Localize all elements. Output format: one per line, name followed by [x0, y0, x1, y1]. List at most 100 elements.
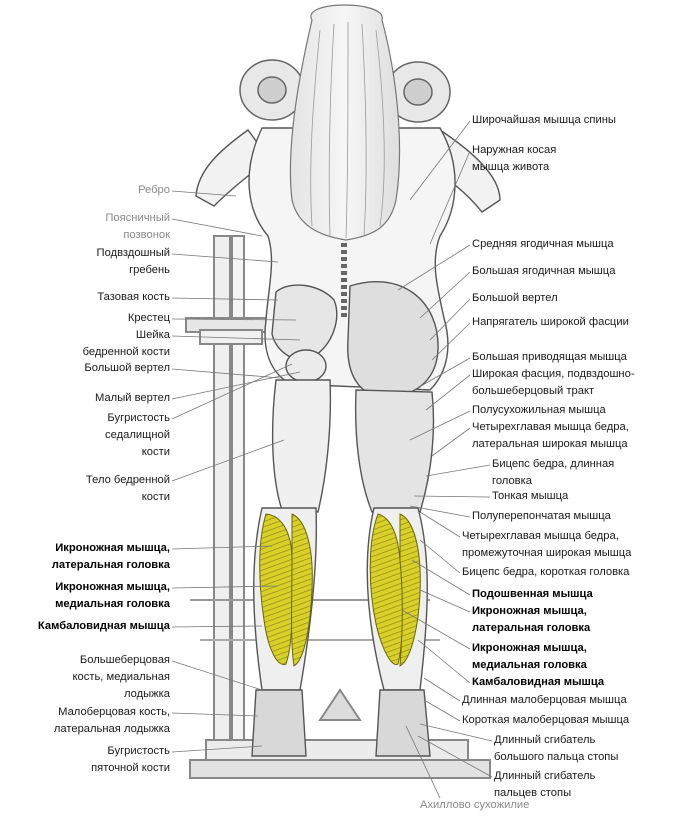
right-label-8-line-0: Полусухожильная мышца	[472, 402, 606, 419]
right-leader-9	[432, 428, 470, 456]
left-label-12: Камбаловидная мышца	[38, 618, 170, 635]
left-label-2-line-1: гребень	[97, 262, 170, 279]
right-label-6-line-0: Большая приводящая мышца	[472, 349, 627, 366]
right-label-0: Широчайшая мышца спины	[472, 112, 616, 129]
left-label-10: Икроножная мышца,латеральная головка	[52, 540, 170, 574]
left-label-0-line-0: Ребро	[138, 182, 170, 199]
right-leader-20	[424, 700, 460, 721]
left-label-1-line-0: Поясничный	[105, 210, 170, 227]
left-label-15-line-0: Бугристость	[91, 743, 170, 760]
right-leader-11	[414, 496, 490, 497]
right-label-6: Большая приводящая мышца	[472, 349, 627, 366]
left-label-3: Тазовая кость	[97, 289, 170, 306]
right-label-10-line-0: Бицепс бедра, длинная	[492, 456, 614, 473]
right-leader-18	[418, 640, 470, 683]
left-label-1-line-1: позвонок	[105, 227, 170, 244]
right-label-9-line-1: латеральная широкая мышца	[472, 436, 629, 453]
left-label-8-line-1: седалищной	[105, 427, 170, 444]
right-label-5-line-0: Напрягатель широкой фасции	[472, 314, 629, 331]
left-label-8-line-0: Бугристость	[105, 410, 170, 427]
right-label-7-line-1: большеберцовый тракт	[472, 383, 635, 400]
right-label-15-line-0: Подошвенная мышца	[472, 586, 593, 603]
left-label-6: Большой вертел	[84, 360, 170, 377]
left-label-6-line-0: Большой вертел	[84, 360, 170, 377]
right-label-5: Напрягатель широкой фасции	[472, 314, 629, 331]
left-label-4: Крестец	[128, 310, 170, 327]
right-label-13: Четырехглавая мышца бедра,промежуточная …	[462, 528, 631, 562]
right-label-17-line-1: медиальная головка	[472, 657, 587, 674]
right-label-17-line-0: Икроножная мышца,	[472, 640, 587, 657]
right-label-16: Икроножная мышца,латеральная головка	[472, 603, 590, 637]
left-label-2-line-0: Подвздошный	[97, 245, 170, 262]
right-label-7: Широкая фасция, подвздошно-большеберцовы…	[472, 366, 635, 400]
right-label-20: Короткая малоберцовая мышца	[462, 712, 629, 729]
left-label-13-line-2: лодыжка	[73, 686, 171, 703]
right-label-21-line-0: Длинный сгибатель	[494, 732, 618, 749]
right-label-12: Полуперепончатая мышца	[472, 508, 611, 525]
left-label-14-line-0: Малоберцовая кость,	[54, 704, 170, 721]
right-label-1-line-0: Наружная косая	[472, 142, 556, 159]
right-label-17: Икроножная мышца,медиальная головка	[472, 640, 587, 674]
right-label-9-line-0: Четырехглавая мышца бедра,	[472, 419, 629, 436]
right-leader-13	[420, 512, 460, 537]
left-label-8-line-2: кости	[105, 444, 170, 461]
left-label-0: Ребро	[138, 182, 170, 199]
right-label-2: Средняя ягодичная мышца	[472, 236, 614, 253]
left-label-12-line-0: Камбаловидная мышца	[38, 618, 170, 635]
right-leader-10	[426, 465, 490, 476]
left-label-11-line-0: Икроножная мышца,	[55, 579, 170, 596]
left-label-10-line-1: латеральная головка	[52, 557, 170, 574]
right-label-14: Бицепс бедра, короткая головка	[462, 564, 629, 581]
right-label-11: Тонкая мышца	[492, 488, 568, 505]
left-label-7-line-0: Малый вертел	[95, 390, 170, 407]
left-label-4-line-0: Крестец	[128, 310, 170, 327]
left-label-2: Подвздошныйгребень	[97, 245, 170, 279]
right-label-9: Четырехглавая мышца бедра,латеральная ши…	[472, 419, 629, 453]
left-leader-12	[172, 626, 262, 627]
right-label-8: Полусухожильная мышца	[472, 402, 606, 419]
right-label-16-line-0: Икроножная мышца,	[472, 603, 590, 620]
right-label-13-line-1: промежуточная широкая мышца	[462, 545, 631, 562]
bottom-label-line-0: Ахиллово сухожилие	[420, 797, 529, 814]
right-label-20-line-0: Короткая малоберцовая мышца	[462, 712, 629, 729]
right-label-10: Бицепс бедра, длиннаяголовка	[492, 456, 614, 490]
right-label-19: Длинная малоберцовая мышца	[462, 692, 627, 709]
right-label-21-line-1: большого пальца стопы	[494, 749, 618, 766]
left-label-15-line-1: пяточной кости	[91, 760, 170, 777]
right-label-13-line-0: Четырехглавая мышца бедра,	[462, 528, 631, 545]
right-label-18-line-0: Камбаловидная мышца	[472, 674, 604, 691]
left-leader-1	[172, 219, 262, 236]
left-label-13-line-0: Большеберцовая	[73, 652, 171, 669]
right-label-22-line-0: Длинный сгибатель	[494, 768, 595, 785]
right-label-1-line-1: мышца живота	[472, 159, 556, 176]
right-label-19-line-0: Длинная малоберцовая мышца	[462, 692, 627, 709]
right-label-3-line-0: Большая ягодичная мышца	[472, 263, 615, 280]
left-label-13-line-1: кость, медиальная	[73, 669, 171, 686]
left-label-11: Икроножная мышца,медиальная головка	[55, 579, 170, 613]
right-label-3: Большая ягодичная мышца	[472, 263, 615, 280]
right-label-0-line-0: Широчайшая мышца спины	[472, 112, 616, 129]
left-label-11-line-1: медиальная головка	[55, 596, 170, 613]
left-label-10-line-0: Икроножная мышца,	[52, 540, 170, 557]
bottom-label-text: Ахиллово сухожилие	[420, 797, 529, 814]
left-label-9-line-0: Тело бедренной	[86, 472, 170, 489]
right-label-7-line-0: Широкая фасция, подвздошно-	[472, 366, 635, 383]
right-label-16-line-1: латеральная головка	[472, 620, 590, 637]
left-label-14-line-1: латеральная лодыжка	[54, 721, 170, 738]
left-label-9-line-1: кости	[86, 489, 170, 506]
right-label-1: Наружная косаямышца живота	[472, 142, 556, 176]
right-label-4: Большой вертел	[472, 290, 558, 307]
right-leader-19	[424, 678, 460, 701]
left-label-7: Малый вертел	[95, 390, 170, 407]
right-label-15: Подошвенная мышца	[472, 586, 593, 603]
left-label-5-line-1: бедренной кости	[83, 344, 170, 361]
right-label-12-line-0: Полуперепончатая мышца	[472, 508, 611, 525]
left-label-5-line-0: Шейка	[83, 327, 170, 344]
left-label-3-line-0: Тазовая кость	[97, 289, 170, 306]
